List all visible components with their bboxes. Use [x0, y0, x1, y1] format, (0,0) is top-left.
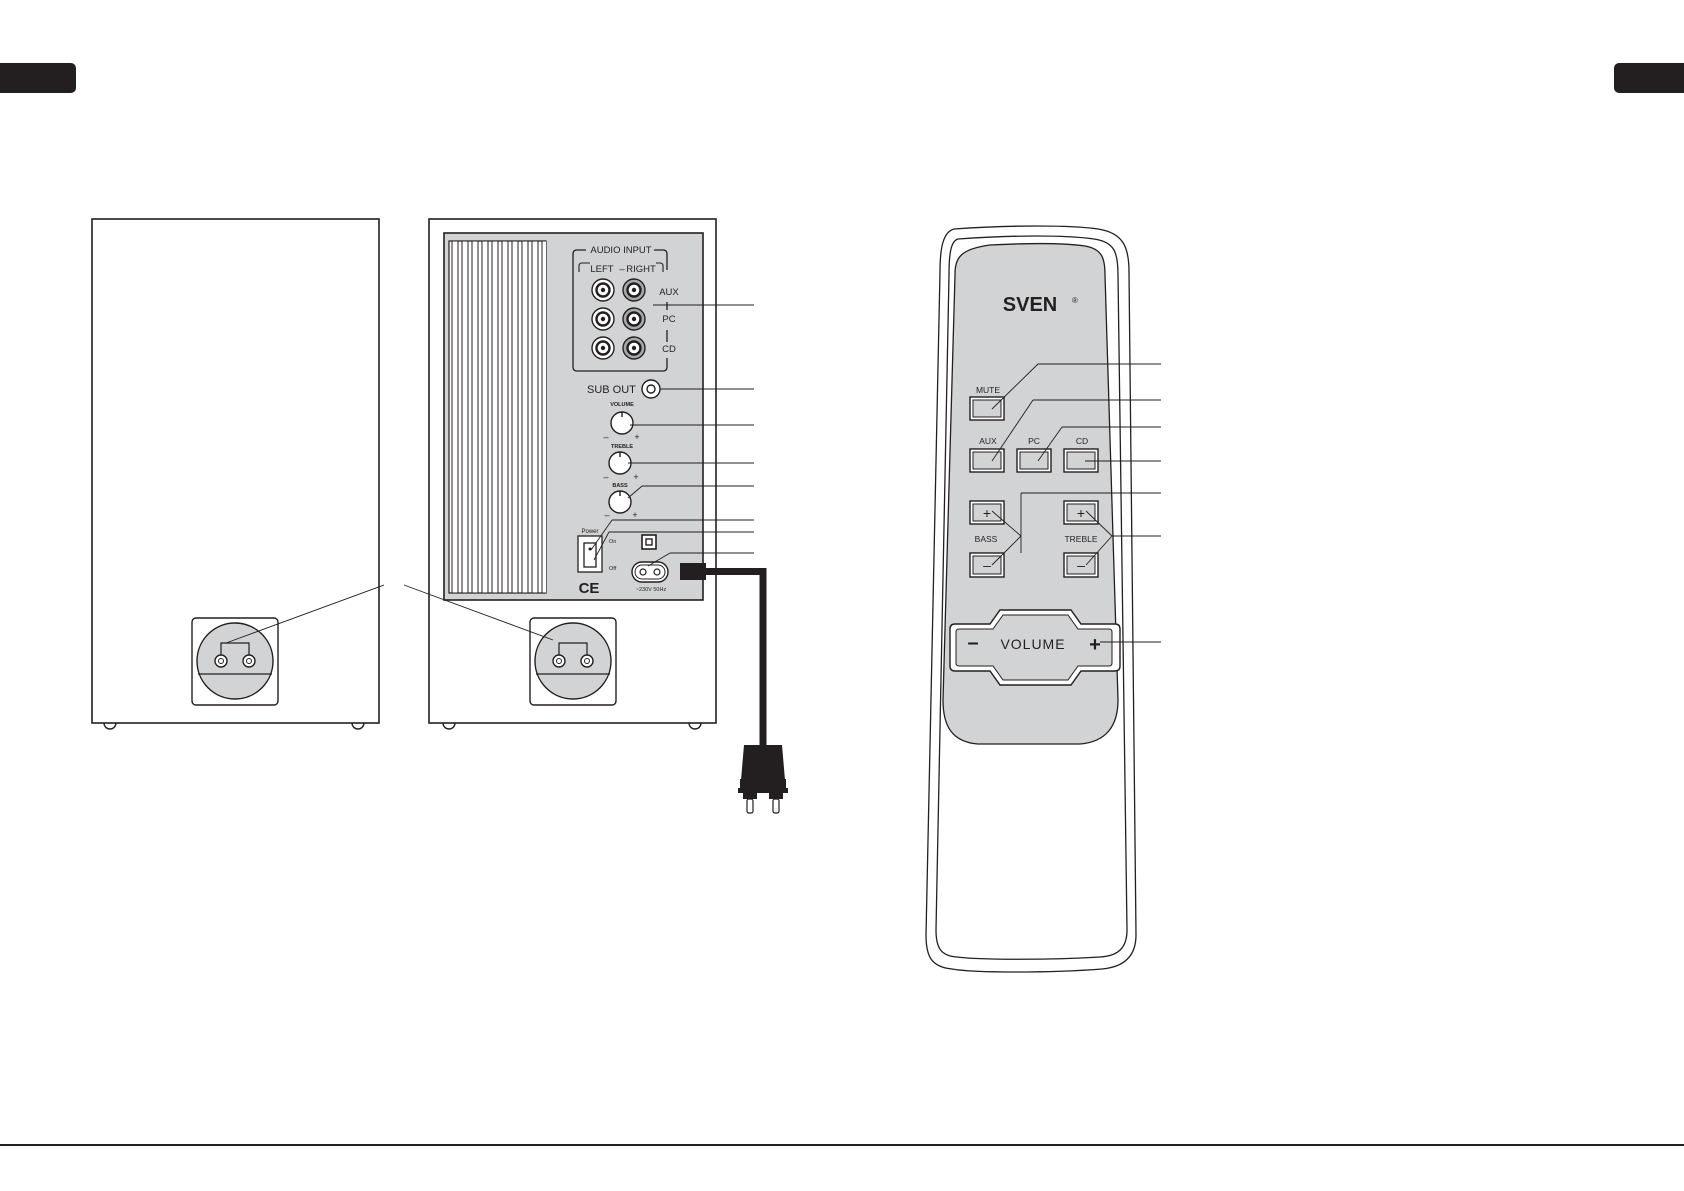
left-channel-label: LEFT [590, 264, 613, 275]
bass-label: BASS [975, 534, 998, 544]
treble-minus-label: – [603, 472, 608, 482]
grille-fin [521, 241, 529, 593]
sub-out-label: SUB OUT [587, 384, 636, 396]
remote-brand-logo: SVEN [1003, 294, 1057, 316]
bottom-rule [0, 1144, 1684, 1146]
treble-knob: TREBLE – + [603, 444, 638, 482]
audio-input-label: AUDIO INPUT [590, 245, 651, 256]
aux-label: AUX [979, 436, 997, 446]
pc-button[interactable] [1016, 448, 1052, 473]
page-tab-left [0, 63, 76, 93]
grille-fin [491, 241, 499, 593]
power-switch: Power On Off [577, 529, 617, 573]
channel-dash: – [619, 264, 625, 275]
aux-input-label: AUX [659, 287, 679, 298]
remote-inner-outline [935, 235, 1128, 960]
rca-jack-right [622, 336, 646, 360]
rca-jack-right [622, 278, 646, 302]
grille-fin [461, 241, 469, 593]
treble-knob-label: TREBLE [611, 444, 633, 450]
cd-label: CD [1076, 436, 1088, 446]
double-insulation-symbol [641, 534, 657, 550]
power-cord [680, 563, 788, 814]
rca-jack-left [591, 336, 615, 360]
aux-button[interactable] [969, 448, 1005, 473]
heatsink-grille [448, 240, 547, 594]
ce-mark: CE [579, 580, 600, 597]
rca-jack-left [591, 307, 615, 331]
volume-knob: VOLUME – + [603, 402, 639, 442]
bass-plus-label: + [632, 510, 637, 520]
rca-jack-right [622, 307, 646, 331]
remote-callouts [991, 363, 1161, 643]
grille-fin [471, 241, 479, 593]
grille-fin [501, 241, 509, 593]
mute-button[interactable] [969, 396, 1005, 421]
treble-plus-label: + [1077, 505, 1085, 521]
grille-fin [451, 241, 459, 593]
speaker-terminal-left [191, 617, 279, 706]
treble-minus-label: – [1077, 557, 1085, 573]
power-on-label: On [609, 539, 616, 545]
speaker-callouts [225, 304, 754, 644]
treble-label: TREBLE [1064, 534, 1097, 544]
pc-label: PC [1028, 436, 1040, 446]
volume-knob-label: VOLUME [610, 402, 634, 408]
bass-plus-button[interactable]: + [969, 500, 1005, 525]
mains-socket: ~230V 50Hz [631, 561, 669, 593]
page-tab-right [1614, 63, 1684, 93]
right-channel-label: RIGHT [626, 264, 656, 275]
volume-minus-label: – [967, 632, 978, 654]
bass-minus-label: – [604, 510, 609, 520]
cd-input-label: CD [662, 344, 676, 355]
power-label: Power [581, 529, 598, 535]
mains-rating-label: ~230V 50Hz [636, 587, 667, 593]
rca-jack-left [591, 278, 615, 302]
volume-label: VOLUME [1000, 636, 1065, 652]
grille-fin [511, 241, 519, 593]
cd-button[interactable] [1063, 448, 1099, 473]
mute-label: MUTE [976, 385, 1000, 395]
volume-rocker[interactable]: – VOLUME + [949, 609, 1121, 686]
grille-fin [531, 241, 539, 593]
satellite-speaker [91, 218, 380, 730]
audio-input-group: AUDIO INPUT LEFT – RIGHT AUX PC CD [572, 245, 679, 372]
treble-plus-button[interactable]: + [1063, 500, 1099, 525]
treble-plus-label: + [633, 472, 638, 482]
pc-input-label: PC [662, 314, 675, 325]
power-off-label: Off [609, 566, 617, 572]
bass-knob-label: BASS [612, 483, 628, 489]
bass-minus-button[interactable]: – [969, 552, 1005, 578]
active-speaker: AUDIO INPUT LEFT – RIGHT AUX PC CD SUB O… [428, 218, 717, 730]
registered-mark: ® [1072, 296, 1078, 305]
volume-plus-label: + [634, 432, 639, 442]
treble-minus-button[interactable]: – [1063, 552, 1099, 578]
volume-plus-label: + [1089, 634, 1101, 656]
sub-out-jack: SUB OUT [587, 379, 661, 399]
remote-outer-outline [925, 225, 1137, 973]
grille-fin [541, 241, 546, 593]
bass-plus-label: + [983, 505, 991, 521]
bass-minus-label: – [983, 557, 991, 573]
grille-fin [481, 241, 489, 593]
bass-knob: BASS – + [604, 483, 637, 520]
volume-minus-label: – [603, 432, 608, 442]
